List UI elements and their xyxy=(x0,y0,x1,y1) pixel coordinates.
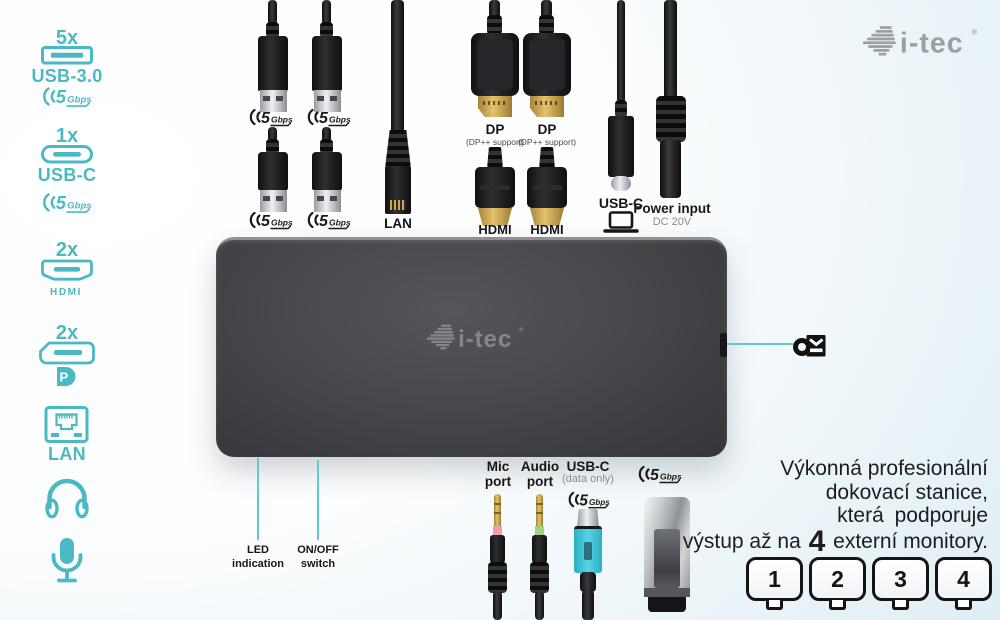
dp-plug-label: DP xyxy=(537,122,557,137)
svg-text:Gbps: Gbps xyxy=(67,201,92,212)
hdmi-port-icon xyxy=(41,259,93,281)
svg-text:5: 5 xyxy=(579,492,588,509)
dock-itec-logo: i-tec ® xyxy=(426,324,524,353)
hdmi-wordmark: HDMI xyxy=(50,287,82,298)
svg-text:Gbps: Gbps xyxy=(589,498,610,507)
svg-text:i-tec: i-tec xyxy=(458,326,512,353)
usb3-speed-badge: 5 Gbps xyxy=(43,87,92,107)
svg-text:®: ® xyxy=(519,327,524,334)
monitor-icon: 4 xyxy=(935,557,992,610)
usb3-count: 5x xyxy=(55,27,79,49)
kensington-slot xyxy=(720,333,727,357)
marketing-line: která podporuje xyxy=(837,504,988,527)
headphones-icon xyxy=(45,478,89,519)
laptop-icon xyxy=(603,211,639,233)
mic-port-label: Mic port xyxy=(484,459,512,490)
usbc-plug-label: USB-C xyxy=(598,195,644,211)
svg-text:Gbps: Gbps xyxy=(329,218,351,228)
microphone-icon xyxy=(51,538,83,583)
usbc-label: USB-C xyxy=(37,165,97,185)
on-off-switch-label: ON/OFF switch xyxy=(297,544,339,570)
svg-text:®: ® xyxy=(972,28,978,37)
usb-a-port-icon xyxy=(41,46,93,65)
dp-count: 2x xyxy=(55,322,79,344)
svg-text:Gbps: Gbps xyxy=(271,115,293,125)
lan-plug-label: LAN xyxy=(384,216,412,231)
marketing-line: dokovací stanice, xyxy=(825,480,988,504)
dp-support-label: (DP++ support) xyxy=(465,137,525,147)
monitor-icon: 2 xyxy=(809,557,866,610)
power-voltage-label: DC 20V xyxy=(652,216,692,228)
kensington-callout-line xyxy=(727,343,793,345)
displayport-logo-icon: P xyxy=(57,367,76,386)
switch-callout-line xyxy=(317,460,319,540)
dp-plug-label: DP xyxy=(485,122,505,137)
hdmi-count: 2x xyxy=(55,239,79,261)
svg-text:5: 5 xyxy=(261,110,271,127)
usbc-count: 1x xyxy=(55,125,79,147)
monitor-count-number: 4 xyxy=(808,524,826,558)
marketing-line: Výkonná profesionální xyxy=(780,457,988,480)
usb-c-port-icon xyxy=(41,145,93,164)
lan-label: LAN xyxy=(48,444,86,464)
power-input-label: Power input xyxy=(633,201,711,216)
marketing-line: výstup až na 4 externí monitory. xyxy=(682,524,988,558)
hdmi-plug-label: HDMI xyxy=(530,222,564,237)
svg-text:Gbps: Gbps xyxy=(67,95,92,106)
svg-text:Gbps: Gbps xyxy=(271,218,293,228)
itec-brand-logo: i-tec ® xyxy=(863,26,978,60)
hdmi-plug-label: HDMI xyxy=(478,222,512,237)
svg-text:5: 5 xyxy=(56,193,67,213)
monitor-icon: 3 xyxy=(872,557,929,610)
audio-port-label: Audio port xyxy=(520,459,560,490)
svg-text:Gbps: Gbps xyxy=(329,115,351,125)
svg-text:5: 5 xyxy=(319,213,329,230)
monitor-icon: 1 xyxy=(746,557,803,610)
external-monitors-row: 1 2 3 4 xyxy=(746,557,992,610)
svg-text:5: 5 xyxy=(650,467,660,484)
svg-text:5: 5 xyxy=(319,110,329,127)
marketing-text: Výkonná profesionální dokovací stanice, … xyxy=(668,457,988,558)
svg-text:5: 5 xyxy=(261,213,271,230)
led-callout-line xyxy=(257,458,259,540)
led-indication-label: LED indication xyxy=(232,544,284,570)
dp-support-label: (DP++ support) xyxy=(517,137,577,147)
svg-text:i-tec: i-tec xyxy=(900,28,964,60)
svg-text:Gbps: Gbps xyxy=(660,472,682,482)
displayport-port-icon xyxy=(39,341,95,365)
lan-port-icon xyxy=(44,406,89,443)
svg-text:P: P xyxy=(60,370,69,385)
usb3-label: USB-3.0 xyxy=(31,66,103,86)
usbc-data-label: USB-C xyxy=(566,459,610,474)
svg-text:5: 5 xyxy=(56,87,67,107)
docking-station-device: i-tec ® xyxy=(216,237,727,457)
usbc-speed-badge: 5 Gbps xyxy=(43,193,92,213)
kensington-lock-icon xyxy=(793,335,826,357)
usbc-data-sub-label: (data only) xyxy=(562,473,614,485)
